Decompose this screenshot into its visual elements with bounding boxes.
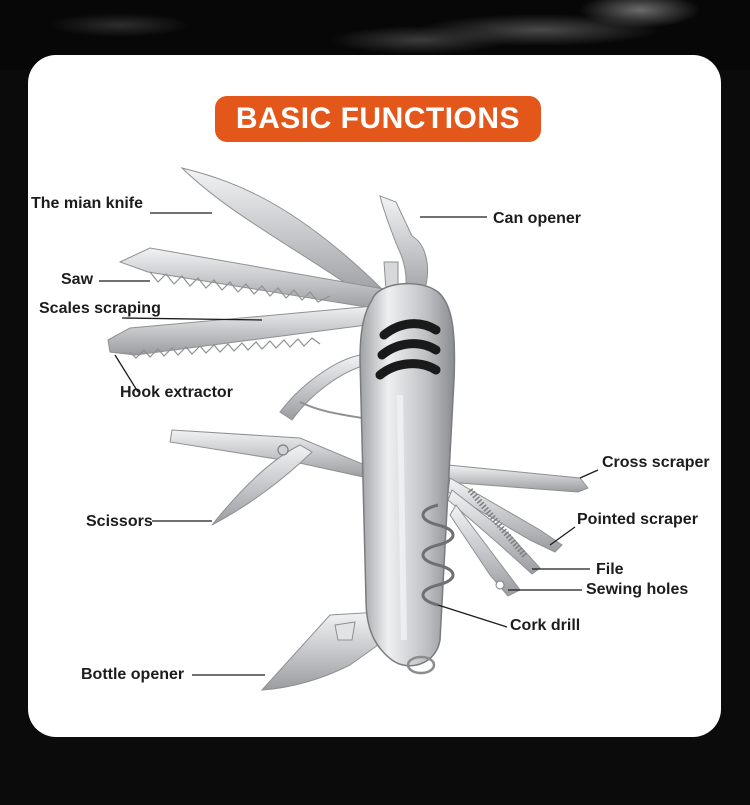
bottle-opener-tool [260,611,386,691]
label-scissors: Scissors [86,513,153,530]
page-title: BASIC FUNCTIONS [215,96,541,142]
key-ring [406,655,436,675]
can-opener-tool [379,195,429,303]
label-main-knife: The mian knife [31,195,144,212]
scissors-tool [169,354,373,526]
label-hook-extractor: Hook extractor [120,384,233,401]
label-bottle-opener: Bottle opener [81,666,185,683]
label-can-opener: Can opener [493,210,582,227]
label-scales-scraping: Scales scraping [39,300,161,317]
cork-drill-tool [421,503,455,607]
label-cork-drill: Cork drill [510,617,581,634]
label-file: File [596,561,624,578]
label-saw: Saw [61,271,94,288]
label-cross-scraper: Cross scraper [602,454,710,471]
label-sewing-holes: Sewing holes [586,581,689,598]
knife-handle [359,282,456,667]
right-side-tools [445,464,589,597]
leader-lines [99,212,599,676]
label-pointed-scraper: Pointed scraper [577,511,698,528]
